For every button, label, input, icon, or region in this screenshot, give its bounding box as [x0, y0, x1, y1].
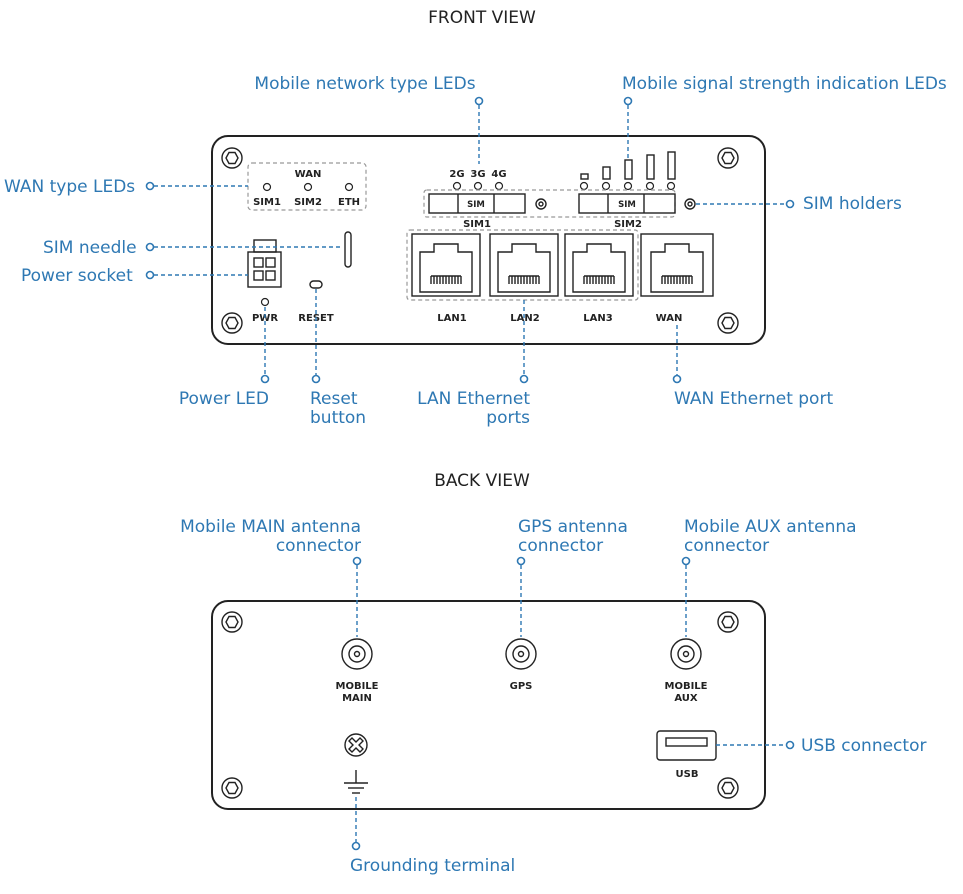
callout-main-antenna-line1: Mobile MAIN antenna — [180, 517, 361, 537]
usb-label: USB — [676, 769, 699, 780]
sim-needle — [344, 231, 352, 268]
callout-signal-leds: Mobile signal strength indication LEDs — [622, 74, 947, 94]
eth-led-label: ETH — [338, 197, 360, 208]
led-4g-label: 4G — [491, 169, 506, 180]
screw-icon — [221, 147, 243, 169]
back-view-title: BACK VIEW — [434, 471, 530, 491]
callout-aux-antenna-line1: Mobile AUX antenna — [684, 517, 857, 537]
lan1-port — [411, 233, 481, 297]
led-2g — [452, 181, 462, 191]
callout-wan-type-leds: WAN type LEDs — [4, 177, 135, 197]
signal-strength-icon — [580, 151, 676, 180]
eth-led — [344, 182, 354, 192]
sim1-led-label: SIM1 — [253, 197, 281, 208]
screw-icon — [717, 147, 739, 169]
front-view-title: FRONT VIEW — [428, 8, 536, 28]
callout-power-socket: Power socket — [21, 266, 133, 286]
power-socket — [247, 239, 282, 288]
callout-main-antenna-line2: connector — [276, 536, 361, 556]
pwr-label: PWR — [252, 313, 278, 324]
wan-port — [640, 233, 714, 297]
callout-power-led: Power LED — [179, 389, 269, 409]
led-3g — [473, 181, 483, 191]
callout-gps-antenna-line1: GPS antenna — [518, 517, 628, 537]
grounding-screw-icon — [344, 733, 368, 757]
callout-lan-line1: LAN Ethernet — [417, 389, 530, 409]
callout-reset-line2: button — [310, 408, 366, 428]
screw-icon — [717, 777, 739, 799]
sim2-label: SIM2 — [614, 219, 642, 230]
sim2-holder — [578, 193, 676, 214]
callout-grounding-terminal: Grounding terminal — [350, 856, 515, 876]
power-led — [260, 297, 270, 307]
mobile-main-label-line1: MOBILE — [336, 681, 379, 692]
mobile-main-antenna-connector — [341, 638, 373, 670]
sim2-eject-hole — [684, 198, 696, 210]
callout-usb-connector: USB connector — [801, 736, 926, 756]
callout-sim-holders: SIM holders — [803, 194, 902, 214]
gps-label: GPS — [510, 681, 533, 692]
sim1-label: SIM1 — [463, 219, 491, 230]
callout-gps-antenna-line2: connector — [518, 536, 603, 556]
lan3-label: LAN3 — [583, 313, 612, 324]
signal-led-2 — [601, 181, 611, 191]
signal-led-3 — [623, 181, 633, 191]
lan1-label: LAN1 — [437, 313, 466, 324]
callout-lan-line2: ports — [486, 408, 530, 428]
screw-icon — [221, 312, 243, 334]
sim1-slot-label: SIM — [467, 200, 485, 210]
led-4g — [494, 181, 504, 191]
sim2-slot-label: SIM — [618, 200, 636, 210]
led-2g-label: 2G — [449, 169, 464, 180]
lan2-port — [489, 233, 559, 297]
signal-led-5 — [666, 181, 676, 191]
lan3-port — [564, 233, 634, 297]
back-panel — [211, 600, 766, 810]
lan-ports-group — [406, 229, 639, 301]
callout-aux-antenna-line2: connector — [684, 536, 769, 556]
ground-icon — [344, 770, 368, 794]
mobile-aux-antenna-connector — [670, 638, 702, 670]
sim1-eject-hole — [535, 198, 547, 210]
screw-icon — [717, 312, 739, 334]
screw-icon — [221, 611, 243, 633]
mobile-aux-label-line1: MOBILE — [665, 681, 708, 692]
screw-icon — [221, 777, 243, 799]
wan-port-label: WAN — [656, 313, 683, 324]
signal-led-4 — [645, 181, 655, 191]
reset-button — [309, 280, 323, 289]
wan-led-group-label: WAN — [295, 169, 322, 180]
mobile-aux-label-line2: AUX — [674, 693, 698, 704]
lan2-label: LAN2 — [510, 313, 539, 324]
gps-antenna-connector — [505, 638, 537, 670]
sim2-led-label: SIM2 — [294, 197, 322, 208]
screw-icon — [717, 611, 739, 633]
callout-sim-needle: SIM needle — [43, 238, 137, 258]
callout-reset-line1: Reset — [310, 389, 358, 409]
sim2-led — [303, 182, 313, 192]
sim1-holder — [428, 193, 526, 214]
signal-led-1 — [579, 181, 589, 191]
callout-wan-port: WAN Ethernet port — [674, 389, 833, 409]
led-3g-label: 3G — [470, 169, 485, 180]
sim1-led — [262, 182, 272, 192]
mobile-main-label-line2: MAIN — [342, 693, 372, 704]
callout-network-type-leds: Mobile network type LEDs — [254, 74, 475, 94]
